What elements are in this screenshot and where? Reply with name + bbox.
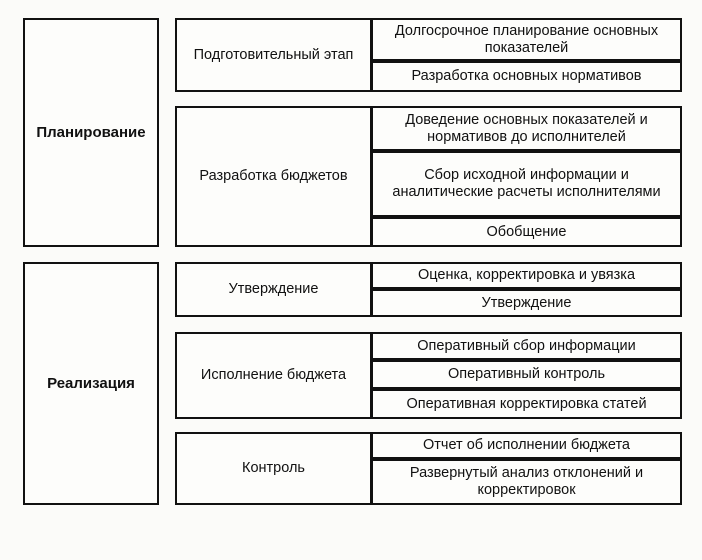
item-evaluation-adjustment: Оценка, корректировка и увязка: [371, 262, 682, 291]
stage-control-label: Контроль: [242, 460, 305, 476]
stage-preparatory-label: Подготовительный этап: [193, 46, 354, 63]
item-operational-adjustment: Оперативная корректировка статей: [371, 389, 682, 419]
item-deviation-analysis: Развернутый анализ отклонений и корректи…: [371, 459, 682, 505]
stage-budget-development-label: Разработка бюджетов: [199, 168, 348, 184]
phase-implementation-label: Реализация: [47, 375, 135, 392]
item-long-term-planning: Долгосрочное планирование основных показ…: [371, 18, 682, 63]
stage-budget-execution: Исполнение бюджета: [175, 332, 373, 419]
stage-approval-label: Утверждение: [228, 281, 319, 297]
stage-approval: Утверждение: [175, 262, 373, 317]
stage-budget-development: Разработка бюджетов: [175, 106, 373, 247]
item-operational-control: Оперативный контроль: [371, 360, 682, 391]
stage-preparatory: Подготовительный этап: [175, 18, 373, 92]
phase-implementation: Реализация: [23, 262, 159, 505]
item-basic-norms: Разработка основных нормативов: [371, 61, 682, 92]
phase-planning: Планирование: [23, 18, 159, 247]
stage-control: Контроль: [175, 432, 373, 505]
item-communicate-indicators: Доведение основных показателей и нормати…: [371, 106, 682, 153]
phase-planning-label: Планирование: [36, 124, 146, 141]
item-summary: Обобщение: [371, 217, 682, 247]
item-execution-report: Отчет об исполнении бюджета: [371, 432, 682, 461]
item-operational-info-collection: Оперативный сбор информации: [371, 332, 682, 362]
stage-budget-execution-label: Исполнение бюджета: [200, 367, 347, 383]
item-collect-source-info: Сбор исходной информации и аналитические…: [371, 151, 682, 219]
item-approval: Утверждение: [371, 289, 682, 317]
